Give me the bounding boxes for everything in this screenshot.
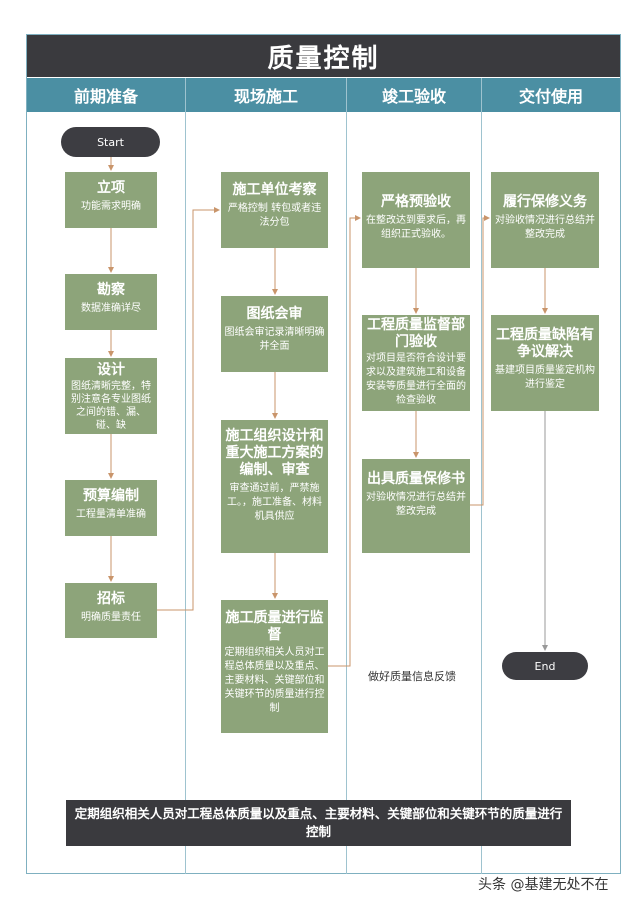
arrow (470, 215, 490, 506)
column-header-delivery: 交付使用 (518, 87, 583, 106)
step-tender: 招标 明确质量责任 (65, 583, 157, 638)
column-header-acceptance: 竣工验收 (381, 87, 446, 106)
step-desc: 对验收情况进行总结并整改完成 (495, 215, 595, 240)
feedback-note: 做好质量信息反馈 (368, 670, 456, 683)
step-desc: 图纸清晰完整，特别注意各专业图纸之间的错、漏、碰、缺 (71, 381, 151, 431)
step-desc: 数据准确详尽 (81, 303, 141, 314)
step-desc: 定期组织相关人员对工程总体质量以及重点、主要材料、关键部位和关键环节的质量进行控… (224, 647, 325, 714)
bottom-banner: 定期组织相关人员对工程总体质量以及重点、主要材料、关键部位和关键环节的质量进行控… (66, 800, 571, 846)
step-defect-dispute: 工程质量缺陷有争议解决 基建项目质量鉴定机构进行鉴定 (491, 315, 599, 411)
step-desc: 在整改达到要求后，再组织正式验收。 (366, 215, 466, 240)
step-title: 预算编制 (83, 488, 139, 504)
step-desc: 功能需求明确 (81, 201, 141, 212)
step-pre-acceptance: 严格预验收 在整改达到要求后，再组织正式验收。 (362, 172, 470, 268)
step-construction-plan: 施工组织设计和重大施工方案的编制、审查 审查通过前，严禁施工。，施工准备、材料机… (221, 420, 328, 553)
step-design: 设计 图纸清晰完整，特别注意各专业图纸之间的错、漏、碰、缺 (65, 358, 157, 434)
watermark: 头条 @基建无处不在 (478, 877, 609, 893)
header-row (27, 78, 620, 112)
step-title: 施工质量进行监督 (225, 610, 324, 643)
step-title: 工程质量监督部门验收 (367, 317, 465, 350)
step-title: 施工单位考察 (232, 182, 317, 198)
step-warranty-obligation: 履行保修义务 对验收情况进行总结并整改完成 (491, 172, 599, 268)
step-title: 设计 (97, 362, 125, 378)
step-desc: 工程量清单准确 (76, 509, 146, 520)
step-title: 工程质量缺陷有争议解决 (496, 327, 594, 360)
step-title: 出具质量保修书 (367, 471, 465, 487)
step-title: 履行保修义务 (503, 194, 587, 210)
column-header-prep: 前期准备 (73, 87, 138, 106)
step-desc: 审查通过前，严禁施工。，施工准备、材料机具供应 (227, 483, 322, 522)
start-node: Start (61, 127, 160, 157)
step-budget: 预算编制 工程量清单准确 (65, 480, 157, 536)
step-title: 施工组织设计和重大施工方案的编制、审查 (225, 428, 324, 478)
arrow (157, 207, 220, 611)
step-quality-supervision: 施工质量进行监督 定期组织相关人员对工程总体质量以及重点、主要材料、关键部位和关… (221, 600, 328, 733)
step-title: 严格预验收 (381, 194, 451, 210)
chart-frame (26, 34, 621, 874)
step-title: 勘察 (97, 282, 125, 298)
end-node: End (502, 652, 588, 680)
step-title: 招标 (97, 591, 125, 607)
page-title: 质量控制 (27, 35, 620, 77)
step-supervision-acceptance: 工程质量监督部门验收 对项目是否符合设计要求以及建筑施工和设备安装等质量进行全面… (362, 315, 470, 411)
step-desc: 对验收情况进行总结并整改完成 (366, 492, 466, 517)
column-header-construction: 现场施工 (233, 87, 298, 106)
step-desc: 图纸会审记录清晰明确并全面 (224, 327, 325, 352)
step-desc: 明确质量责任 (81, 612, 141, 623)
step-project-approval: 立项 功能需求明确 (65, 172, 157, 228)
step-contractor-inspection: 施工单位考察 严格控制 转包或者违法分包 (221, 172, 328, 248)
step-title: 立项 (97, 180, 125, 196)
step-survey: 勘察 数据准确详尽 (65, 274, 157, 330)
column-divider (481, 78, 482, 874)
column-divider (346, 78, 347, 874)
arrow (328, 215, 361, 667)
step-desc: 严格控制 转包或者违法分包 (227, 203, 322, 228)
step-desc: 对项目是否符合设计要求以及建筑施工和设备安装等质量进行全面的检查验收 (366, 353, 466, 406)
step-title: 图纸会审 (246, 306, 303, 322)
step-drawing-review: 图纸会审 图纸会审记录清晰明确并全面 (221, 296, 328, 372)
step-warranty-certificate: 出具质量保修书 对验收情况进行总结并整改完成 (362, 459, 470, 553)
column-divider (185, 78, 186, 874)
step-desc: 基建项目质量鉴定机构进行鉴定 (495, 365, 595, 390)
